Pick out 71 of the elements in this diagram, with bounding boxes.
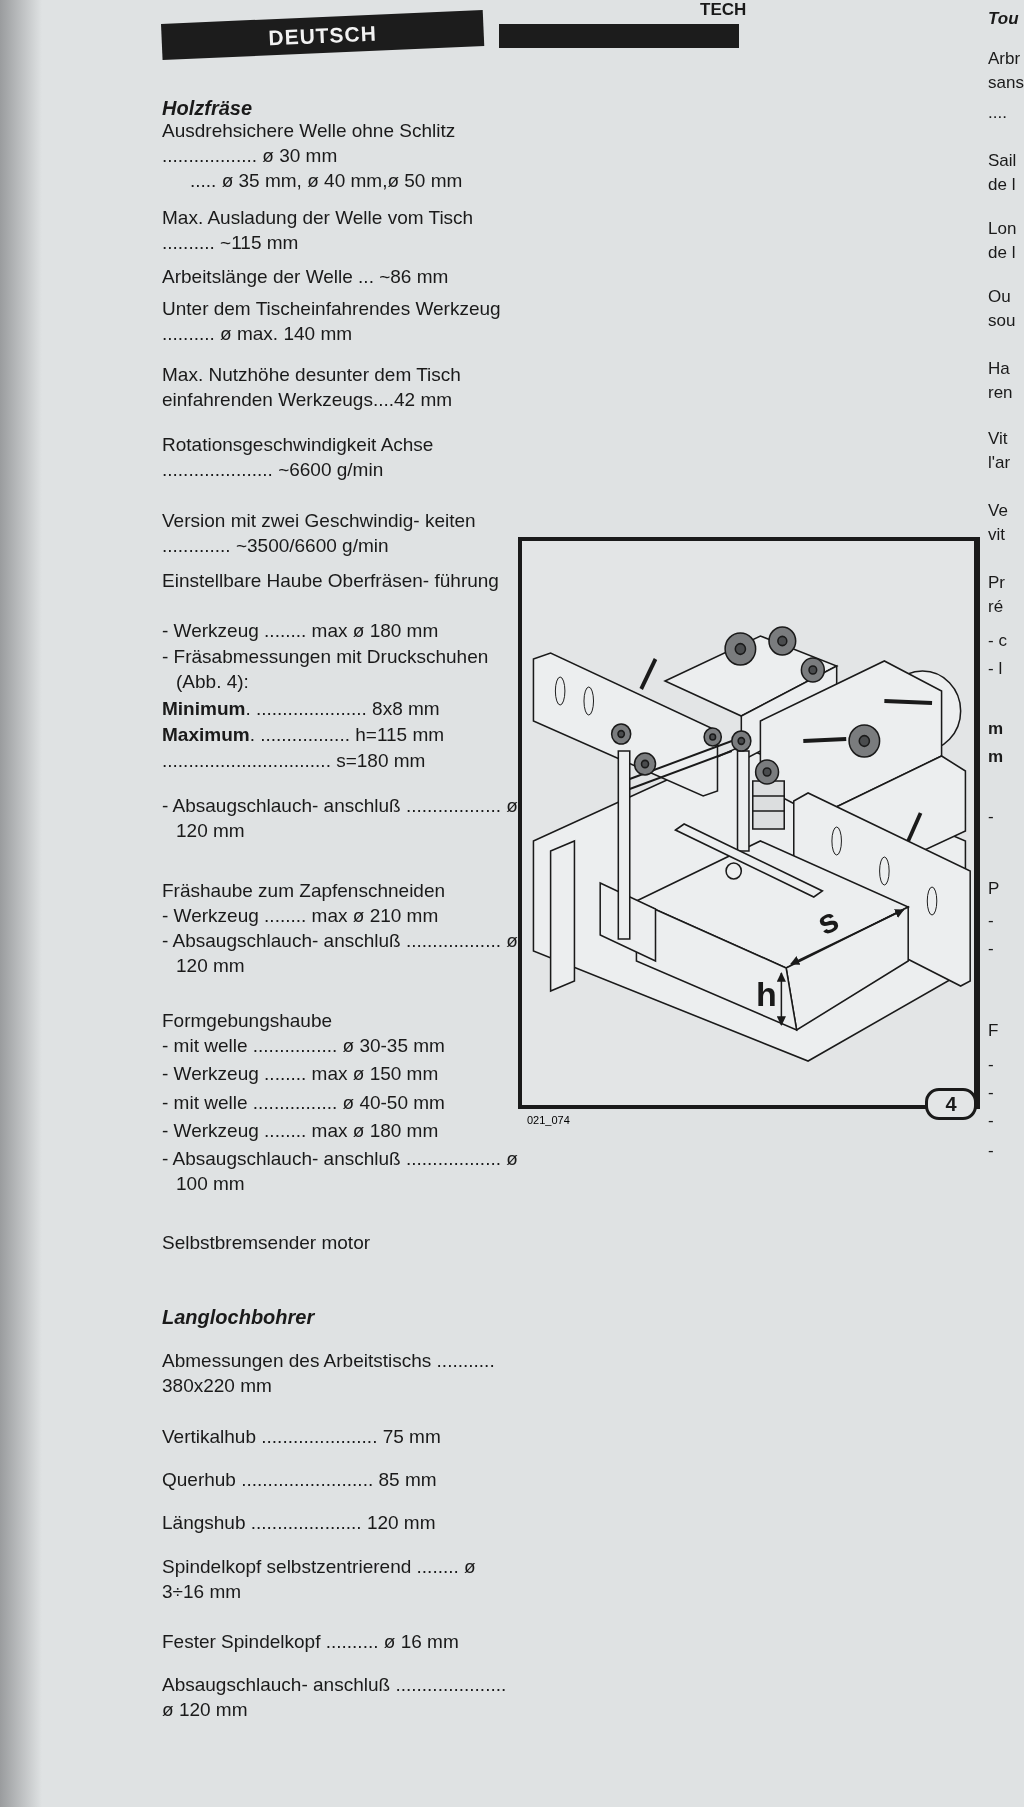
cut-off-text: F [988, 1020, 999, 1042]
cut-off-text: Ou [988, 286, 1011, 308]
spec-line: Maximum. ................. h=115 mm [162, 723, 446, 747]
section-header: DEUTSCH [161, 9, 485, 60]
spec-line: Einstellbare Haube Oberfräsen- führung [162, 569, 500, 593]
spec-line: - Werkzeug ........ max ø 210 mm [162, 904, 440, 928]
cut-off-text: - [988, 938, 994, 960]
spec-line: Abmessungen des Arbeitstischs ........... 380x220 mm [162, 1349, 496, 1398]
cut-off-text: sans [988, 72, 1024, 94]
cut-off-text: vit [988, 524, 1005, 546]
cut-off-text: de l [988, 242, 1016, 264]
spec-line: - Absaugschlauch- anschluß .................. ø 120 mm [162, 929, 519, 978]
cut-off-text: ré [988, 596, 1004, 618]
spec-line: - Werkzeug ........ max ø 150 mm [162, 1062, 440, 1086]
cut-off-text: m [988, 718, 1004, 740]
cut-off-text: Lon [988, 218, 1017, 240]
spec-line: Max. Nutzhöhe desunter dem Tisch einfahrenden Werkzeugs....42 mm [162, 363, 462, 412]
cut-off-text: Sail [988, 150, 1017, 172]
cut-off-text: de l [988, 174, 1016, 196]
spec-line: Fräshaube zum Zapfenschneiden [162, 879, 447, 903]
spec-line: - Werkzeug ........ max ø 180 mm [162, 619, 440, 643]
cut-off-text: ren [988, 382, 1013, 404]
cut-off-text: P [988, 878, 1000, 900]
spec-line: Absaugschlauch- anschluß ..................... ø 120 mm [162, 1673, 507, 1722]
spec-line: - mit welle ................ ø 40-50 mm [162, 1091, 446, 1115]
spec-line: - Absaugschlauch- anschluß .................. ø 100 mm [162, 1147, 519, 1196]
spec-line: Querhub ......................... 85 mm [162, 1468, 438, 1492]
spec-line: Längshub ..................... 120 mm [162, 1511, 437, 1535]
dimension-label: h [756, 977, 777, 1011]
cut-off-text: m [988, 746, 1004, 768]
spec-line: Arbeitslänge der Welle ... ~86 mm [162, 265, 450, 289]
spec-line: - Absaugschlauch- anschluß .................. ø 120 mm [162, 794, 519, 843]
spec-line: - mit welle ................ ø 30-35 mm [162, 1034, 446, 1058]
spec-line: Ausdrehsichere Welle ohne Schlitz .................. ø 30 mm [162, 119, 457, 168]
cut-off-text: - [988, 1054, 994, 1076]
cut-off-text: Ve [988, 500, 1008, 522]
spec-line: Fester Spindelkopf .......... ø 16 mm [162, 1630, 460, 1654]
cut-off-text: - l [988, 658, 1003, 680]
spec-line: Vertikalhub ...................... 75 mm [162, 1425, 442, 1449]
spec-line: Max. Ausladung der Welle vom Tisch .......... ~115 mm [162, 206, 475, 255]
cut-off-text: l'ar [988, 452, 1011, 474]
spec-line: Spindelkopf selbstzentrierend ........ ø 3÷16 mm [162, 1555, 477, 1604]
cut-off-text: - c [988, 630, 1007, 652]
spec-line: Minimum. ..................... 8x8 mm [162, 697, 441, 721]
cut-off-header: TECH [700, 0, 747, 20]
spec-line: Formgebungshaube [162, 1009, 334, 1033]
cut-off-text: - [988, 806, 994, 828]
cut-off-text: - [988, 910, 994, 932]
spec-line: ................................ s=180 mm [162, 749, 427, 773]
cut-off-text: - [988, 1110, 994, 1132]
section-heading: Langlochbohrer [162, 1305, 316, 1330]
cut-off-text: .... [988, 102, 1007, 124]
section-heading: Holzfräse [162, 96, 254, 121]
spec-line: - Werkzeug ........ max ø 180 mm [162, 1119, 440, 1143]
cut-off-text: Arbr [988, 48, 1021, 70]
cut-off-text: Vit [988, 428, 1008, 450]
dimension-label: s [811, 901, 844, 941]
cut-off-text: Tou [988, 8, 1019, 30]
spec-line: Unter dem Tischeinfahrendes Werkzeug .......... ø max. 140 mm [162, 297, 502, 346]
cut-off-text: sou [988, 310, 1016, 332]
cut-off-text: - [988, 1140, 994, 1162]
spec-line: Selbstbremsender motor [162, 1231, 372, 1255]
figure-number: 4 [925, 1088, 977, 1120]
cut-off-text: Ha [988, 358, 1010, 380]
spec-line: ..... ø 35 mm, ø 40 mm,ø 50 mm [190, 169, 464, 193]
spec-line: Rotationsgeschwindigkeit Achse ..................... ~6600 g/min [162, 433, 435, 482]
spec-line: Version mit zwei Geschwindig- keiten ............. ~3500/6600 g/min [162, 509, 477, 558]
cut-off-text: Pr [988, 572, 1005, 594]
figure-code: 021_074 [527, 1114, 570, 1127]
spec-line: - Fräsabmessungen mit Druckschuhen (Abb. 4): [162, 645, 490, 694]
cut-off-text: - [988, 1082, 994, 1104]
